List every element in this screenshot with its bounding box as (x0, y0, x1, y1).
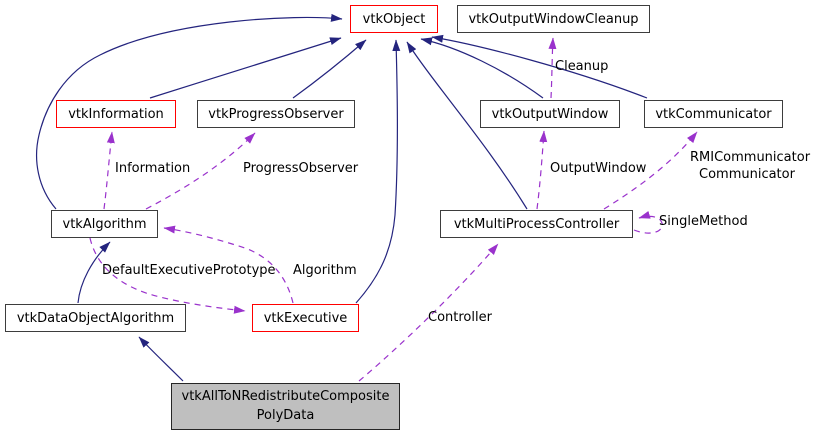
node-vtkalltonredistributecompositepolydata: vtkAllToNRedistributeComposite PolyData (171, 383, 400, 430)
edge-label-rmicommunicator: RMICommunicator (690, 150, 811, 165)
focus-node-label-line1: vtkAllToNRedistributeComposite (181, 388, 390, 404)
edge-focus-to-vtkdataobjectalgorithm (138, 336, 184, 382)
edge-label-progressobserver: ProgressObserver (243, 161, 359, 176)
node-vtkdataobjectalgorithm[interactable]: vtkDataObjectAlgorithm (5, 304, 186, 332)
edge-vtkdataobjectalgorithm-to-vtkalgorithm (77, 241, 111, 304)
node-vtkoutputwindow[interactable]: vtkOutputWindow (480, 100, 620, 128)
focus-node-label-line2: PolyData (256, 407, 315, 423)
edge-usage-controller (358, 243, 499, 382)
edge-label-singlemethod: SingleMethod (659, 214, 748, 229)
edge-label-algorithm: Algorithm (293, 263, 357, 278)
node-vtkexecutive[interactable]: vtkExecutive (252, 304, 359, 332)
edge-vtkinformation-to-vtkobject (149, 37, 342, 99)
edge-label-controller: Controller (428, 310, 492, 325)
edge-label-cleanup: Cleanup (555, 59, 609, 74)
edge-usage-rmicommunicator (603, 131, 698, 210)
edge-usage-outputwindow (536, 130, 548, 210)
edge-usage-information (103, 131, 115, 210)
edge-label-information: Information (115, 161, 191, 176)
edge-vtkmultiprocesscontroller-to-vtkobject (406, 41, 528, 210)
node-vtkinformation[interactable]: vtkInformation (56, 100, 176, 128)
node-vtkprogressobserver[interactable]: vtkProgressObserver (197, 100, 355, 128)
edge-vtkalgorithm-to-vtkobject (36, 13, 343, 210)
node-vtkobject[interactable]: vtkObject (350, 5, 438, 33)
edge-usage-cleanup (548, 37, 557, 99)
node-vtkcommunicator[interactable]: vtkCommunicator (644, 100, 783, 128)
edge-usage-defaultexecutiveprototype (89, 237, 246, 314)
edge-vtkcommunicator-to-vtkobject (431, 34, 648, 99)
edge-usage-progressobserver (145, 132, 256, 210)
edge-label-communicator: Communicator (699, 167, 795, 182)
node-vtkoutputwindowcleanup[interactable]: vtkOutputWindowCleanup (457, 5, 650, 33)
node-vtkalgorithm[interactable]: vtkAlgorithm (51, 210, 158, 238)
edge-label-defaultexecutiveprototype: DefaultExecutivePrototype (102, 263, 276, 278)
edge-usage-algorithm (163, 225, 294, 304)
edge-usage-singlemethod (633, 211, 663, 234)
edge-vtkexecutive-to-vtkobject (355, 39, 401, 304)
edge-label-outputwindow: OutputWindow (550, 161, 647, 176)
node-vtkmultiprocesscontroller[interactable]: vtkMultiProcessController (440, 210, 633, 238)
edge-vtkprogressobserver-to-vtkobject (292, 39, 367, 99)
